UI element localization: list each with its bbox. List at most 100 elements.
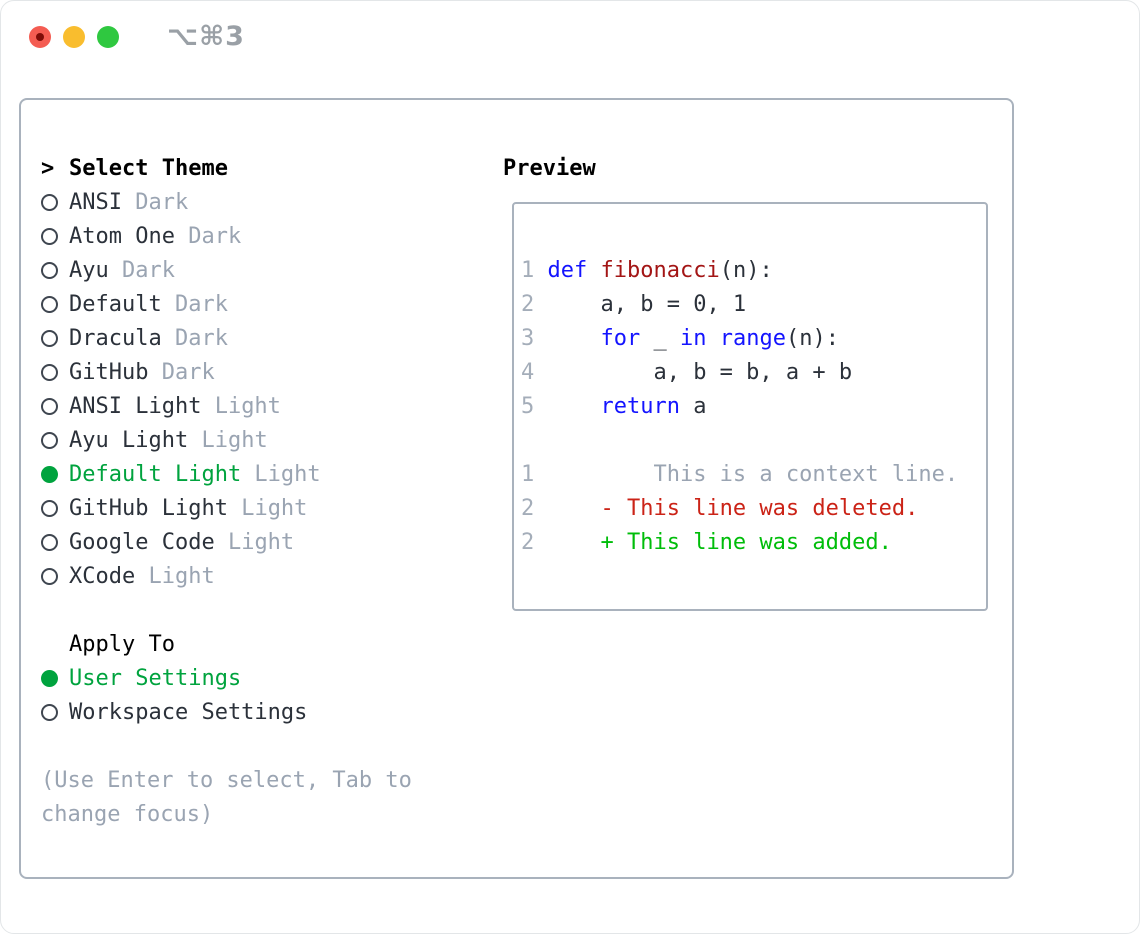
radio-selected-icon [41, 465, 69, 483]
code-segment-plain [548, 394, 601, 419]
close-dot-icon [36, 33, 44, 41]
code-segment-plain: a, b = 0, 1 [547, 292, 747, 317]
code-segment-plain: a, b = b, a + b [547, 360, 853, 385]
select-theme-heading: Select Theme [69, 155, 228, 181]
code-segment-keyword: return [600, 394, 680, 419]
selection-cursor: > [41, 155, 55, 181]
theme-option-variant: Light [227, 495, 308, 521]
select-theme-header: > Select Theme [41, 151, 412, 185]
minimize-icon[interactable] [63, 26, 85, 48]
code-segment-added: + This line was added. [547, 530, 892, 555]
code-line: 4 a, b = b, a + b [521, 356, 986, 390]
maximize-icon[interactable] [97, 26, 119, 48]
code-line: 3 for _ in range(n): [521, 322, 986, 356]
code-segment-plain [706, 326, 719, 351]
radio-unselected-icon [41, 363, 69, 381]
theme-option-name: Atom One [69, 223, 175, 249]
radio-unselected-icon [41, 329, 69, 347]
radio-unselected-icon [41, 261, 69, 279]
code-segment-plain: a [679, 394, 707, 419]
radio-unselected-icon [41, 499, 69, 517]
theme-option-name: Ayu Light [69, 427, 189, 453]
radio-unselected-icon [41, 295, 69, 313]
code-segment-plain [587, 258, 600, 283]
theme-option[interactable]: Default Light Light [41, 457, 412, 491]
line-number: 4 [521, 360, 535, 385]
code-segment-plain [548, 326, 601, 351]
theme-option[interactable]: ANSI Dark [41, 185, 412, 219]
titlebar: ⌥⌘3 [1, 1, 1139, 71]
preview-heading: Preview [503, 155, 596, 181]
code-line: 2 + This line was added. [521, 526, 986, 560]
theme-option[interactable]: Default Dark [41, 287, 412, 321]
code-segment-deleted: - This line was deleted. [547, 496, 919, 521]
theme-option-name: XCode [69, 563, 136, 589]
theme-option-name: ANSI [69, 189, 122, 215]
code-blank-line [521, 424, 986, 458]
code-segment-plain: (n): [719, 258, 773, 283]
theme-option-variant: Dark [108, 257, 175, 283]
code-line: 1 This is a context line. [521, 458, 986, 492]
theme-option[interactable]: Atom One Dark [41, 219, 412, 253]
theme-option-name: ANSI Light [69, 393, 202, 419]
code-line: 2 a, b = 0, 1 [521, 288, 986, 322]
radio-unselected-icon [41, 703, 69, 721]
apply-to-option[interactable]: User Settings [41, 661, 412, 695]
code-segment-keyword: range [719, 326, 786, 351]
line-number: 3 [521, 326, 535, 351]
radio-unselected-icon [41, 227, 69, 245]
radio-unselected-icon [41, 397, 69, 415]
apply-to-option-label: User Settings [69, 665, 242, 691]
theme-option-variant: Dark [161, 325, 228, 351]
radio-selected-icon [41, 669, 69, 687]
help-text-line-1: (Use Enter to select, Tab to [41, 767, 412, 793]
theme-option-name: Dracula [69, 325, 162, 351]
theme-option-variant: Light [214, 529, 295, 555]
theme-option[interactable]: ANSI Light Light [41, 389, 412, 423]
apply-to-option-label: Workspace Settings [69, 699, 308, 725]
theme-option-variant: Dark [161, 291, 228, 317]
theme-option[interactable]: Google Code Light [41, 525, 412, 559]
line-number: 5 [521, 394, 535, 419]
theme-option-variant: Light [201, 393, 281, 419]
apply-to-heading: Apply To [69, 631, 175, 657]
theme-option-name: Default Light [69, 461, 242, 487]
theme-option-name: Ayu [69, 257, 109, 283]
radio-unselected-icon [41, 567, 69, 585]
theme-option[interactable]: Ayu Light Light [41, 423, 412, 457]
code-segment-context: This is a context line. [547, 462, 959, 487]
theme-option-name: GitHub [69, 359, 149, 385]
theme-option-name: Google Code [69, 529, 215, 555]
theme-option-variant: Light [241, 461, 321, 487]
theme-option[interactable]: GitHub Light Light [41, 491, 412, 525]
line-number: 1 [521, 258, 535, 283]
code-line: 1 def fibonacci(n): [521, 254, 986, 288]
code-segment-plain: (n): [785, 326, 839, 351]
theme-option[interactable]: Dracula Dark [41, 321, 412, 355]
line-number: 2 [521, 292, 535, 317]
theme-option-variant: Dark [148, 359, 215, 385]
theme-option[interactable]: GitHub Dark [41, 355, 412, 389]
window-title: ⌥⌘3 [167, 21, 245, 52]
radio-unselected-icon [41, 431, 69, 449]
theme-option[interactable]: XCode Light [41, 559, 412, 593]
theme-option-variant: Dark [121, 189, 189, 215]
spacer-row [41, 593, 412, 627]
radio-unselected-icon [41, 193, 69, 211]
line-number: 2 [521, 530, 535, 555]
theme-option-variant: Light [135, 563, 215, 589]
code-segment-function: fibonacci [600, 258, 720, 283]
apply-to-option[interactable]: Workspace Settings [41, 695, 412, 729]
spacer-row [41, 729, 412, 763]
line-number: 2 [521, 496, 535, 521]
theme-option-variant: Dark [174, 223, 242, 249]
close-icon[interactable] [29, 26, 51, 48]
theme-option[interactable]: Ayu Dark [41, 253, 412, 287]
line-number: 1 [521, 462, 535, 487]
code-line: 2 - This line was deleted. [521, 492, 986, 526]
code-segment-keyword: for [600, 326, 641, 351]
